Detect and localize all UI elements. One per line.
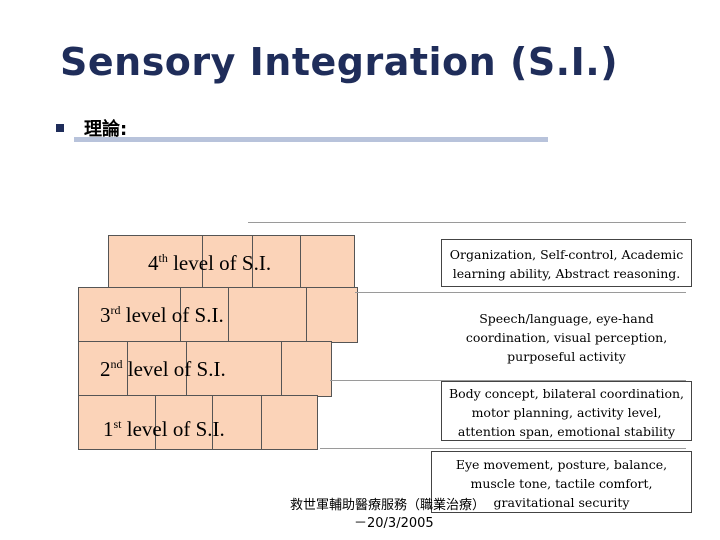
- slide-title: Sensory Integration (S.I.): [60, 40, 619, 84]
- brick: [78, 341, 129, 397]
- footer-date: －20/3/2005: [354, 516, 434, 531]
- guide-line: [330, 380, 686, 381]
- brick: [281, 341, 332, 397]
- level-1-label: 1st level of S.I.: [103, 417, 225, 441]
- brick: [228, 287, 308, 343]
- level-3-label: 3rd level of S.I.: [100, 303, 224, 327]
- brick: [155, 395, 214, 450]
- level-4-label: 4th level of S.I.: [148, 251, 272, 275]
- title-underline: [74, 137, 548, 142]
- bullet-text: 理論:: [84, 119, 128, 140]
- guide-line: [355, 292, 686, 293]
- brick: [212, 395, 263, 450]
- guide-line: [248, 222, 686, 223]
- level-2-label: 2nd level of S.I.: [100, 357, 226, 381]
- footer-organization: 救世軍輔助醫療服務（職業治療）: [290, 498, 486, 513]
- guide-line: [320, 448, 686, 449]
- bullet-square-icon: [56, 124, 64, 132]
- brick: [261, 395, 318, 450]
- brick: [180, 287, 230, 343]
- level-2-description: Body concept, bilateral coordination,mot…: [441, 381, 692, 441]
- brick: [300, 235, 355, 289]
- level-1-description: Eye movement, posture, balance,muscle to…: [431, 451, 692, 513]
- brick: [186, 341, 283, 397]
- brick: [306, 287, 358, 343]
- brick: [78, 395, 157, 450]
